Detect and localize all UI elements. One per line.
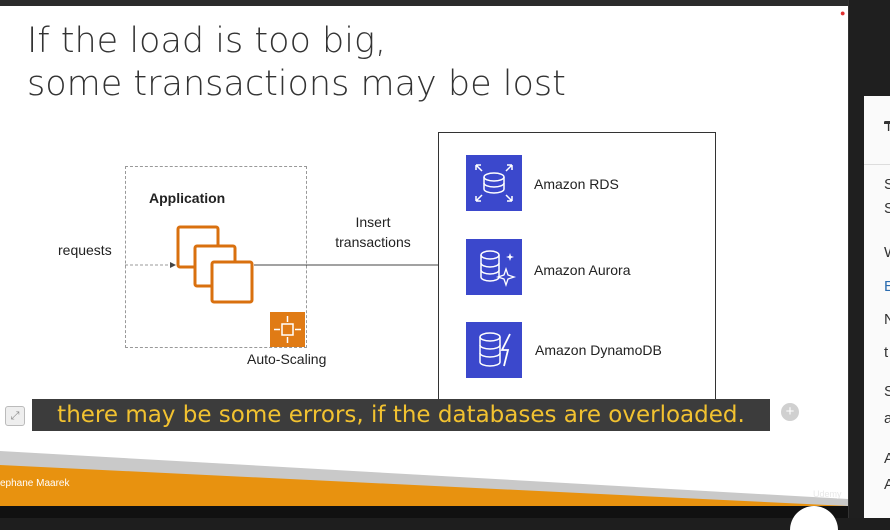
close-dot-icon[interactable]: ●	[840, 8, 846, 18]
insert-line-2: transactions	[335, 234, 411, 250]
insert-transactions-label: Insert transactions	[318, 212, 428, 252]
expand-icon[interactable]: ⤢	[5, 406, 25, 426]
transcript-char: a	[884, 410, 890, 427]
title-line-1: If the load is too big,	[27, 21, 387, 61]
udemy-watermark: Udemy	[813, 489, 842, 499]
author-name: ephane Maarek	[0, 478, 70, 489]
transcript-char: W	[884, 244, 890, 261]
video-caption: there may be some errors, if the databas…	[32, 399, 770, 431]
player-bottom-bar	[0, 506, 848, 518]
aurora-label: Amazon Aurora	[534, 262, 631, 278]
transcript-char: E	[884, 278, 890, 295]
transcript-char: S	[884, 383, 890, 400]
requests-arrow	[125, 262, 176, 268]
add-note-icon[interactable]: +	[781, 403, 799, 421]
insert-line-1: Insert	[355, 214, 391, 230]
panel-rule	[864, 164, 890, 165]
transcript-char: S	[884, 200, 890, 217]
transcript-char: A	[884, 450, 890, 467]
transcript-char: A	[884, 476, 890, 493]
auto-scaling-label: Auto-Scaling	[247, 351, 327, 367]
top-bar	[0, 0, 890, 6]
insert-arrow	[254, 262, 448, 268]
slide-footer-graphic	[0, 451, 848, 506]
transcript-panel	[864, 96, 890, 518]
slide-title: If the load is too big, some transaction…	[27, 20, 566, 106]
title-line-2: some transactions may be lost	[27, 64, 566, 104]
transcript-char: N	[884, 311, 890, 328]
rds-icon	[466, 155, 522, 211]
aurora-icon	[466, 239, 522, 295]
dynamodb-icon	[466, 322, 522, 378]
rds-label: Amazon RDS	[534, 176, 619, 192]
transcript-char: t	[884, 344, 889, 361]
ec2-instances-icon	[176, 225, 254, 304]
slide-area: ● If the load is too big, some transacti…	[0, 6, 848, 506]
requests-label: requests	[58, 242, 112, 258]
application-label: Application	[149, 190, 226, 206]
transcript-char: T	[884, 118, 890, 135]
application-group-box	[125, 166, 307, 348]
transcript-char: S	[884, 176, 890, 193]
dynamodb-label: Amazon DynamoDB	[535, 342, 662, 358]
panel-divider	[884, 122, 890, 124]
diagram-graphics	[125, 225, 448, 347]
auto-scaling-icon	[270, 312, 305, 347]
